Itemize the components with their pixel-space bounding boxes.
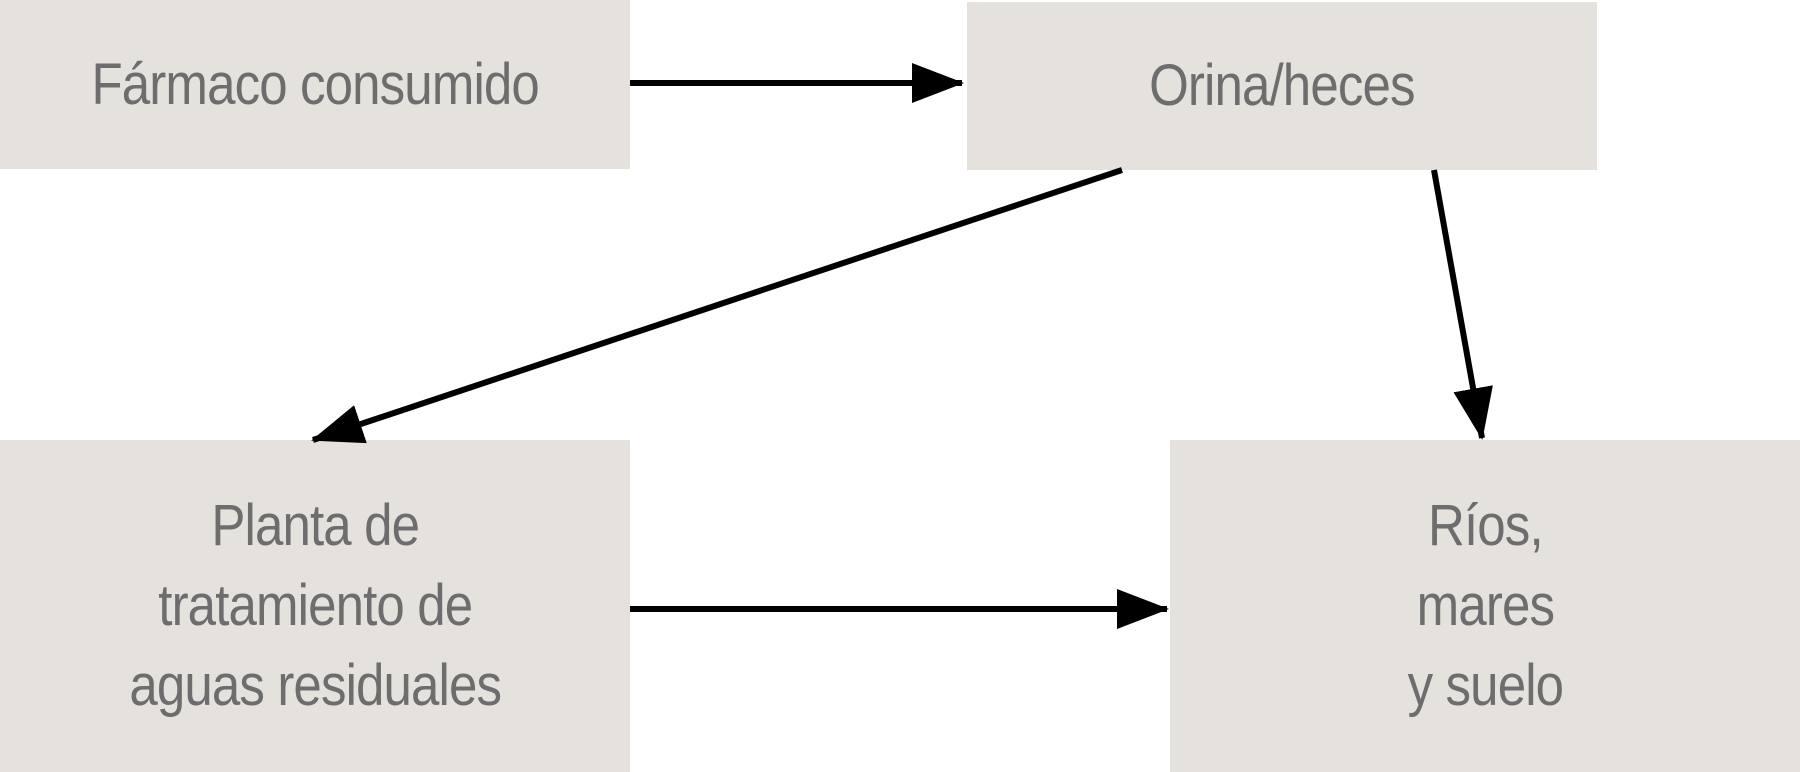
node-label-line: aguas residuales bbox=[129, 653, 502, 718]
node-farmaco-consumido: Fármaco consumido bbox=[0, 0, 630, 169]
node-orina-heces: Orina/heces bbox=[967, 2, 1597, 170]
node-label: Fármaco consumido bbox=[91, 45, 539, 125]
node-label-line: Planta de bbox=[211, 493, 420, 558]
node-label: Planta de tratamiento de aguas residuale… bbox=[129, 486, 502, 726]
node-label: Orina/heces bbox=[1149, 46, 1415, 126]
node-label-line: mares bbox=[1416, 573, 1554, 638]
node-label-line: Fármaco consumido bbox=[91, 51, 539, 117]
node-planta-tratamiento: Planta de tratamiento de aguas residuale… bbox=[0, 440, 630, 772]
node-label: Ríos, mares y suelo bbox=[1407, 486, 1563, 726]
node-label-line: Orina/heces bbox=[1149, 53, 1415, 118]
node-label-line: Ríos, bbox=[1427, 493, 1544, 558]
node-label-line: tratamiento de bbox=[158, 573, 473, 638]
arrow-orina-to-planta bbox=[311, 167, 1123, 444]
node-label-line: y suelo bbox=[1407, 653, 1563, 718]
node-rios-mares-suelo: Ríos, mares y suelo bbox=[1170, 440, 1800, 772]
arrow-orina-to-rios bbox=[1431, 169, 1493, 440]
